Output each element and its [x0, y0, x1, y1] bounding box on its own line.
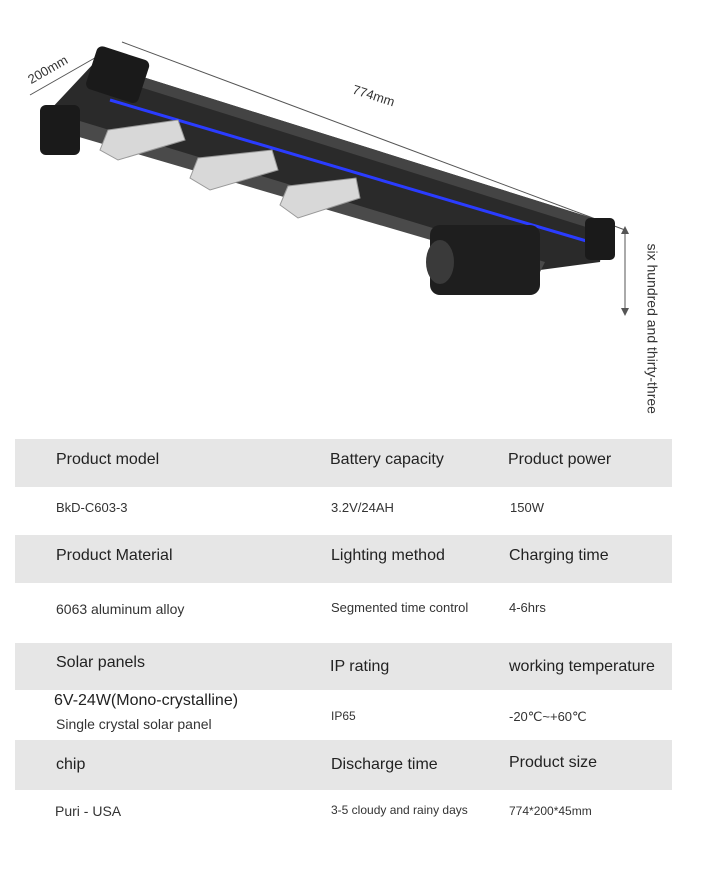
light-body [50, 62, 605, 270]
spec-label: Solar panels [56, 654, 145, 671]
arrow-up-icon [621, 226, 629, 234]
spec-value: -20℃~+60℃ [509, 709, 587, 724]
spec-value: IP65 [331, 709, 356, 723]
spec-value: 3-5 cloudy and rainy days [331, 803, 468, 817]
spec-label: Product model [56, 451, 160, 468]
blue-led-strip [109, 98, 601, 247]
spec-label: working temperature [509, 658, 655, 675]
spec-value: 4-6hrs [509, 600, 546, 615]
mount-bracket [430, 225, 540, 295]
spec-header-row [15, 740, 672, 790]
spec-value: 6V-24W(Mono-crystalline) [54, 692, 239, 709]
length-dimension-line [121, 41, 626, 231]
spec-value: Puri - USA [55, 803, 122, 819]
solar-street-light-image [29, 41, 629, 316]
solar-panels [99, 119, 361, 219]
spec-label: Discharge time [331, 756, 438, 773]
spec-header-row [15, 439, 672, 487]
end-cap-left [86, 46, 150, 104]
width-dimension-line [29, 54, 101, 96]
spec-label: Product size [509, 754, 598, 771]
spec-value: Segmented time control [331, 600, 469, 615]
end-cap-left-lower [40, 105, 80, 155]
spec-label: chip [56, 756, 86, 773]
spec-label: Lighting method [331, 547, 445, 564]
spec-label: Product power [508, 451, 612, 468]
spec-label: Charging time [509, 547, 609, 564]
spec-header-row [15, 643, 672, 690]
end-cap-right [585, 218, 615, 260]
spec-value: 150W [510, 500, 544, 515]
arrow-down-icon [621, 308, 629, 316]
spec-header-row [15, 535, 672, 583]
spec-value: 774*200*45mm [509, 804, 592, 818]
spec-value: 6063 aluminum alloy [56, 601, 185, 617]
spec-label: Product Material [56, 547, 173, 564]
spec-label: IP rating [330, 658, 390, 675]
spec-value: 3.2V/24AH [331, 500, 394, 515]
spec-value: BkD-C603-3 [56, 500, 128, 515]
height-label: six hundred and thirty-three [644, 243, 661, 414]
spec-value-sub: Single crystal solar panel [56, 716, 212, 732]
spec-label: Battery capacity [330, 451, 444, 468]
